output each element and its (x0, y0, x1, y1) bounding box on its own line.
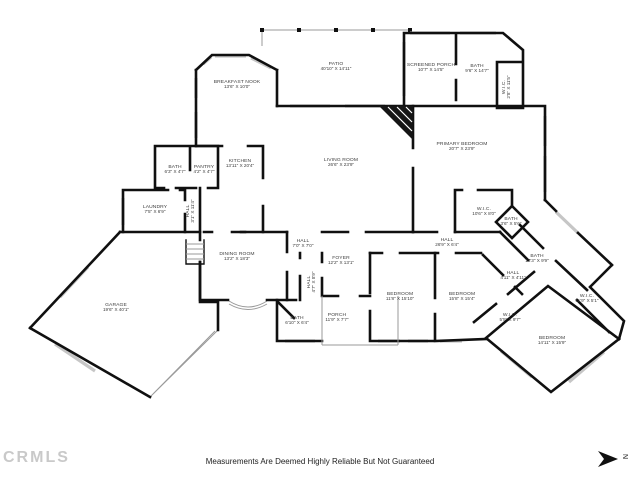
room-dims: 10'7" X 14'5" (417, 66, 445, 73)
room-name: PANTRY (193, 163, 215, 170)
room-label-wic-lower: W.I.C.5'5" X 9'7" (500, 312, 521, 323)
room-label-wic-right: W.I.C.11'9" X 5'1" (575, 293, 598, 304)
room-dims: 6'3" X 4'7" (164, 168, 186, 175)
room-dims: 7'5" X 6'9" (144, 208, 166, 215)
room-dims: 26'6" X 23'9" (327, 161, 355, 168)
room-name: W.I.C. (579, 292, 595, 299)
room-name: BATH (290, 314, 304, 321)
room-dims: 11'9" X 5'1" (575, 297, 599, 304)
room-dims: 40'10" X 14'11" (320, 65, 352, 72)
room-name: GARAGE (105, 301, 127, 308)
room-dims: 19'6" X 40'1" (102, 306, 130, 313)
room-name: PORCH (327, 311, 347, 318)
patio-edge (260, 28, 412, 46)
room-name: BEDROOM (448, 290, 476, 297)
room-dims: 13'3" X 9'9" (525, 257, 549, 264)
room-dims: 11'8" X 15'10" (385, 295, 415, 302)
room-name: KITCHEN (228, 157, 252, 164)
room-name: DINING ROOM (219, 250, 255, 257)
room-name: BATH (470, 62, 484, 69)
room-name: HALL (440, 236, 454, 243)
room-name: BATH (168, 163, 182, 170)
room-label-wic-primary: W.I.C.10'6" X 8'0" (472, 206, 495, 217)
room-name: PATIO (328, 60, 344, 67)
room-name: BREAKFAST NOOK (213, 78, 261, 85)
room-dims: 9'6" X 14'7" (465, 67, 489, 74)
room-dims: 13'2" X 18'3" (223, 255, 251, 262)
room-dims: 12'2" X 13'1" (327, 259, 355, 266)
room-name: BEDROOM (386, 290, 414, 297)
room-dims: 3'6" X 5'6" (500, 220, 522, 227)
room-dims: 2'8" X 11'5" (505, 75, 512, 99)
room-dims: 4'11" X 4'11" (500, 274, 526, 281)
north-arrow-icon (598, 451, 618, 467)
room-name: W.I.C. (476, 205, 492, 212)
room-dims: 14'11" X 15'9" (537, 339, 567, 346)
disclaimer-text: Measurements Are Deemed Highly Reliable … (205, 457, 435, 466)
room-name: SCREENED PORCH (406, 61, 456, 68)
room-name: BATH (504, 215, 518, 222)
room-dims: 4'7" X 8'9" (310, 271, 317, 293)
north-letter: N (621, 453, 629, 460)
room-dims: 4'2" X 4'7" (193, 168, 215, 175)
room-name: HALL (506, 269, 520, 276)
room-dims: 13'6" X 10'0" (223, 83, 251, 90)
room-dims: 26'9" X 6'4" (435, 241, 459, 248)
staircase (185, 239, 205, 265)
room-dims: 3'1" X 11'4" (189, 199, 196, 223)
room-label-wic-top: W.I.C.2'8" X 11'5" (501, 75, 512, 98)
room-name: LIVING ROOM (323, 156, 359, 163)
room-dims: 11'9" X 7'7" (325, 316, 349, 323)
room-name: PRIMARY BEDROOM (436, 140, 488, 147)
room-dims: 15'8" X 15'4" (448, 295, 476, 302)
room-name: BATH (530, 252, 544, 259)
room-dims: 7'0" X 7'0" (292, 242, 314, 249)
room-dims: 13'11" X 20'4" (225, 162, 255, 169)
room-name: BEDROOM (538, 334, 566, 341)
north-compass: N (596, 449, 632, 469)
room-dims: 6'10" X 6'4" (285, 319, 309, 326)
room-name: FOYER (332, 254, 350, 261)
walls (28, 31, 626, 399)
room-dims: 20'7" X 23'9" (448, 145, 476, 152)
room-dims: 10'6" X 8'0" (472, 210, 496, 217)
room-name: LAUNDRY (142, 203, 168, 210)
room-name: W.I.C. (502, 311, 518, 318)
room-name: HALL (296, 237, 310, 244)
room-dims: 5'5" X 9'7" (499, 316, 521, 323)
fireplace (379, 106, 413, 140)
crmls-watermark: CRMLS (3, 449, 70, 466)
